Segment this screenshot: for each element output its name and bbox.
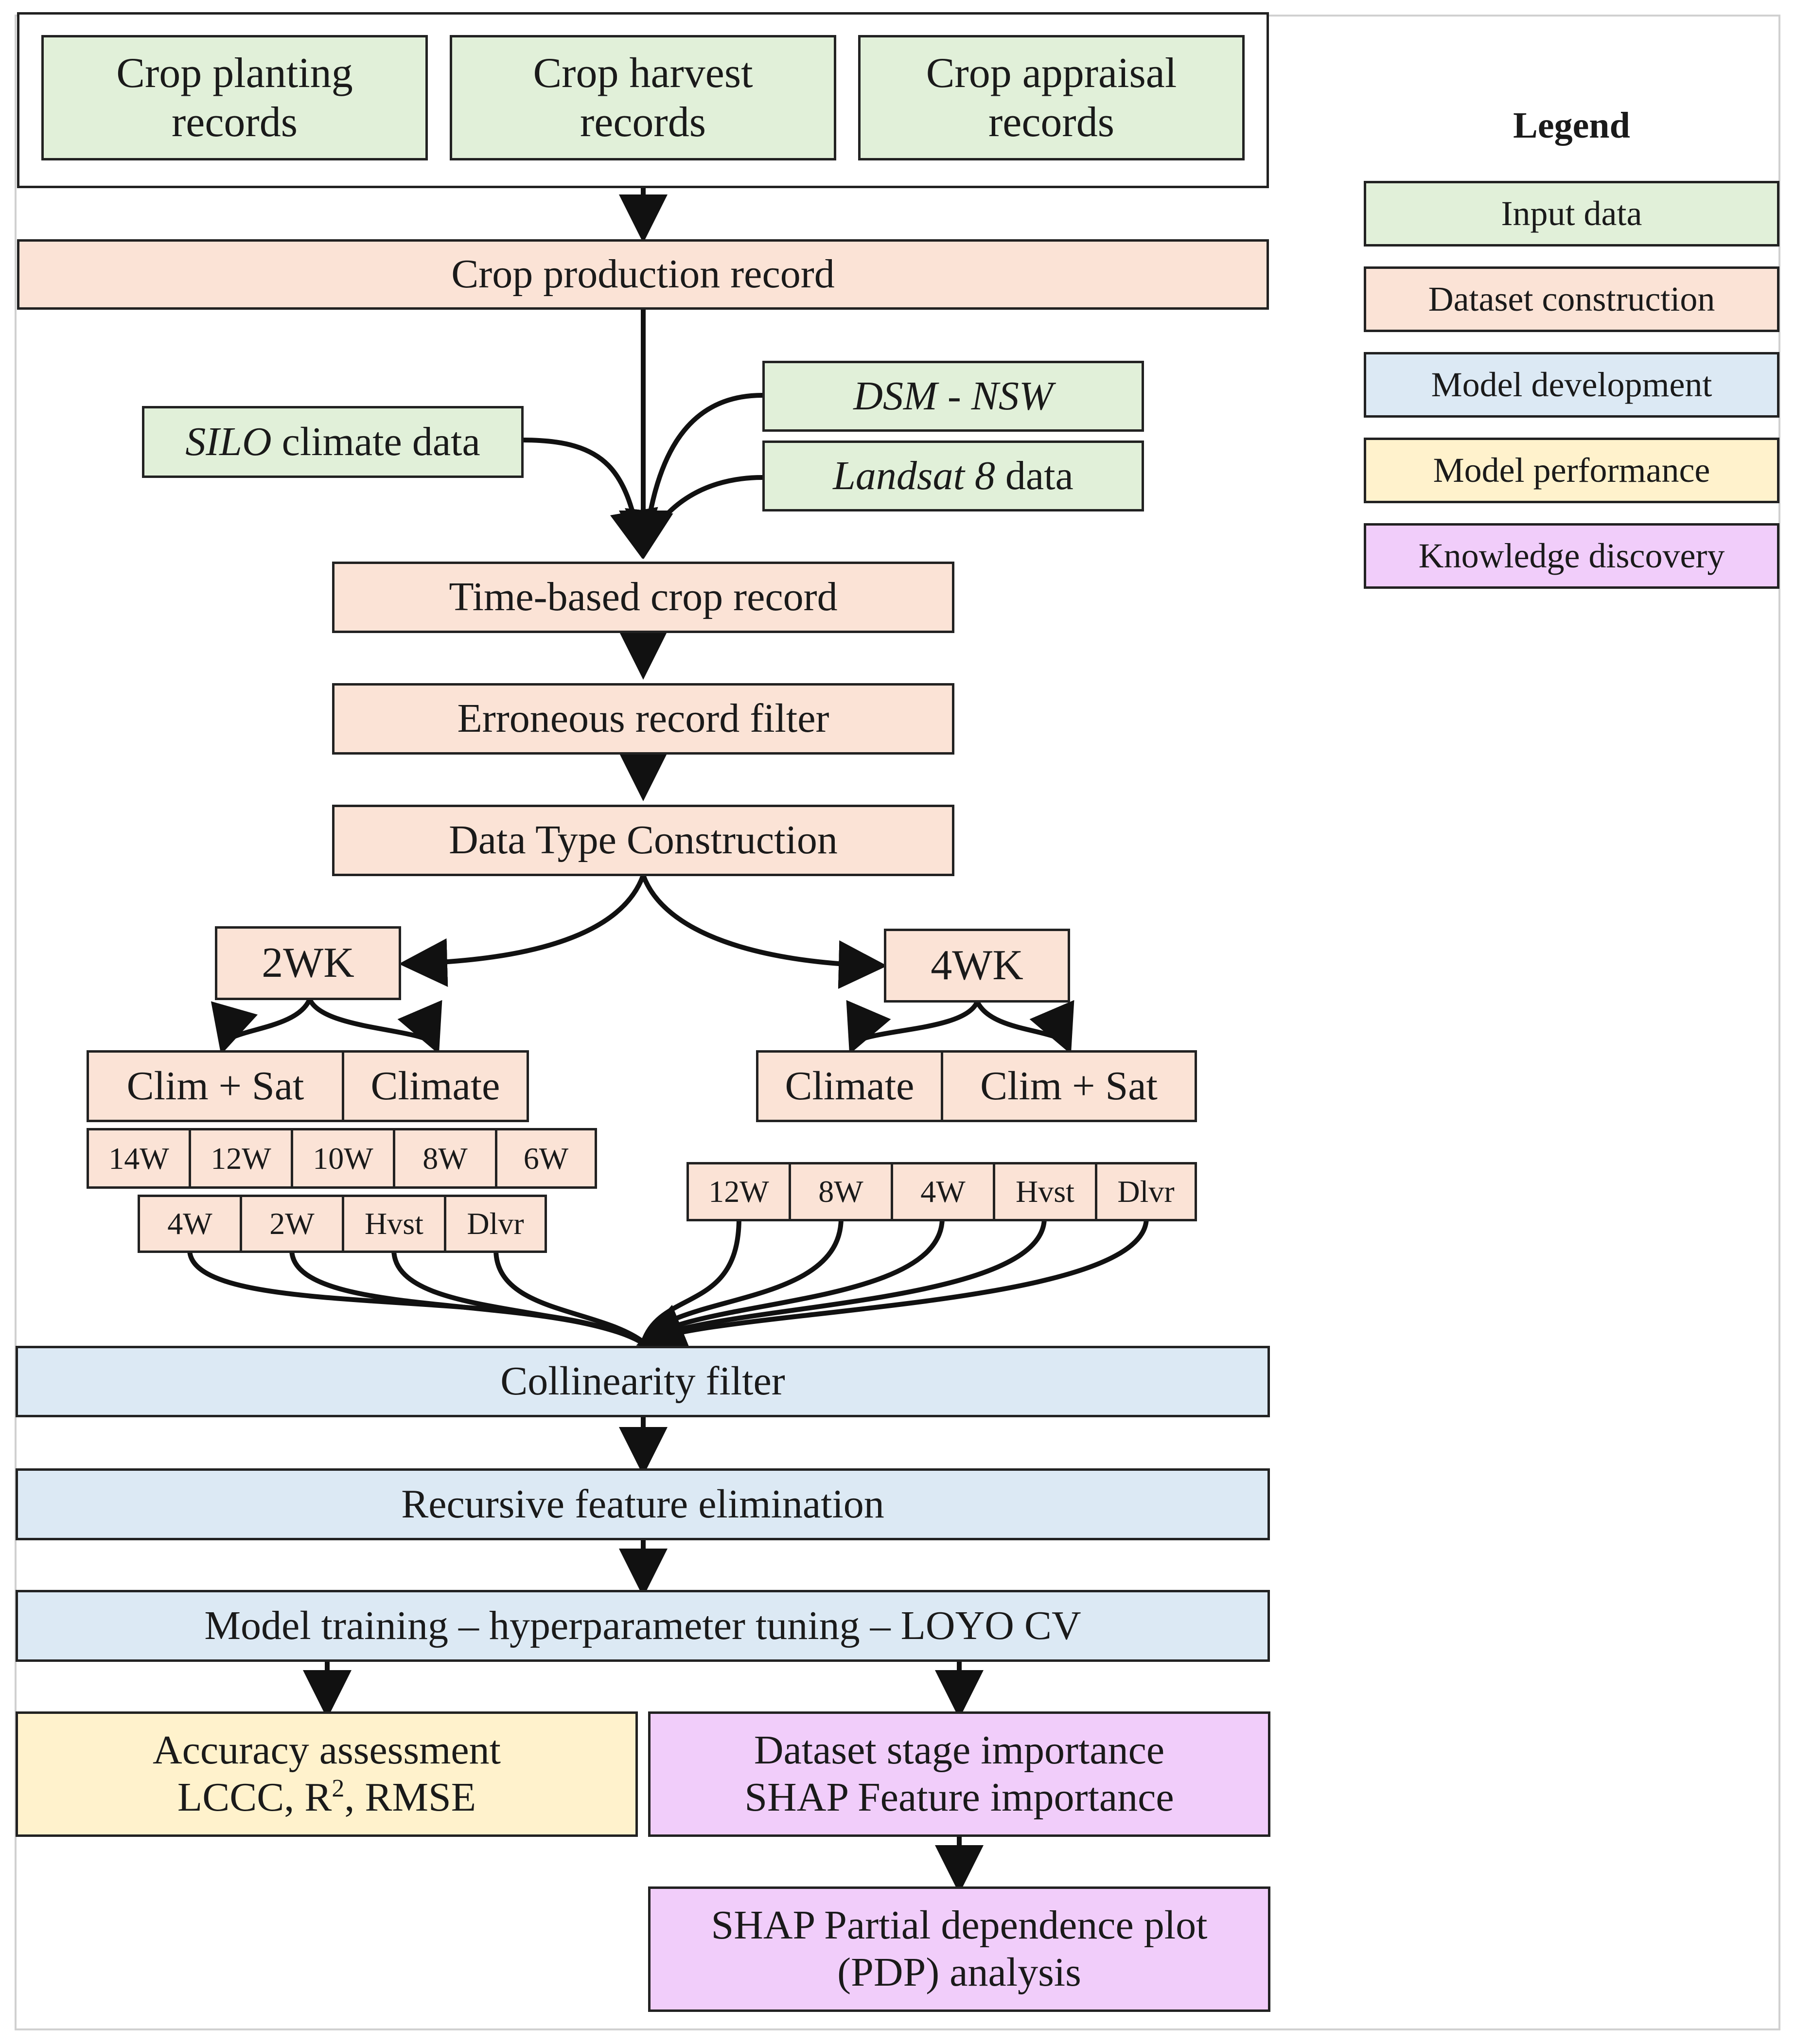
2wk-hvst-box: Hvst	[342, 1195, 446, 1253]
2wk-4w-box: 4W	[138, 1195, 242, 1253]
recursive-feature-elimination-box: Recursive feature elimination	[16, 1468, 1270, 1540]
arrow-4wk-to-climate	[846, 1000, 980, 1055]
4wk-4w-box: 4W	[891, 1162, 995, 1221]
2wk-clim-sat-box: Clim + Sat	[87, 1050, 344, 1122]
2wk-14w-box: 14W	[87, 1128, 191, 1189]
crop-planting-line1: Crop planting	[116, 49, 353, 97]
wire-4wk-hvst	[643, 1217, 1047, 1344]
crop-production-record-box: Crop production record	[17, 239, 1269, 310]
legend-model-development: Model development	[1364, 352, 1779, 418]
4wk-climate-box: Climate	[756, 1050, 943, 1122]
4wk-8w-box: 8W	[789, 1162, 893, 1221]
arrow-datatype-to-2wk	[399, 874, 646, 987]
dsm-nsw-box: DSM - NSW	[762, 361, 1144, 432]
legend-dataset-construction: Dataset construction	[1364, 266, 1779, 332]
legend-knowledge-discovery: Knowledge discovery	[1364, 523, 1779, 589]
crop-appraisal-line2: records	[988, 99, 1114, 146]
arrow-landsat-to-timebased	[643, 475, 763, 550]
landsat-8-data-box: Landsat 8 data	[762, 441, 1144, 511]
landsat-rest-text: data	[995, 453, 1073, 498]
wire-4wk-dlvr	[636, 1217, 1149, 1350]
4wk-hvst-box: Hvst	[993, 1162, 1097, 1221]
2wk-2w-box: 2W	[240, 1195, 344, 1253]
silo-climate-data-box: SILO climate data	[142, 406, 524, 478]
legend-title: Legend	[1513, 105, 1630, 146]
2wk-climate-box: Climate	[342, 1050, 529, 1122]
importance-line2: SHAP Feature importance	[744, 1775, 1174, 1820]
erroneous-record-filter-box: Erroneous record filter	[332, 683, 954, 755]
landsat-italic-text: Landsat 8	[833, 453, 995, 498]
crop-harvest-line1: Crop harvest	[533, 49, 753, 97]
importance-line1: Dataset stage importance	[754, 1727, 1165, 1773]
wire-2wk-4w	[187, 1249, 642, 1344]
accuracy-line2-a: LCCC, R	[177, 1775, 332, 1820]
data-type-construction-box: Data Type Construction	[332, 805, 954, 876]
arrow-silo-to-timebased	[522, 438, 658, 559]
pdp-line1: SHAP Partial dependence plot	[711, 1903, 1208, 1948]
4wk-dlvr-box: Dlvr	[1095, 1162, 1197, 1221]
2wk-box: 2WK	[215, 926, 401, 1000]
legend-input-data: Input data	[1364, 181, 1779, 247]
arrow-4wk-to-climsat	[975, 1000, 1074, 1055]
collinearity-filter-box: Collinearity filter	[16, 1346, 1270, 1417]
accuracy-line1: Accuracy assessment	[152, 1727, 501, 1773]
crop-appraisal-line1: Crop appraisal	[926, 49, 1177, 97]
4wk-box: 4WK	[884, 929, 1070, 1003]
2wk-12w-box: 12W	[189, 1128, 293, 1189]
pdp-line2: (PDP) analysis	[837, 1950, 1081, 1995]
wire-2wk-dlvr	[493, 1249, 645, 1344]
legend-model-performance: Model performance	[1364, 438, 1779, 503]
model-training-box: Model training – hyperparameter tuning –…	[16, 1590, 1270, 1662]
crop-planting-line2: records	[172, 99, 298, 146]
2wk-6w-box: 6W	[495, 1128, 597, 1189]
arrow-2wk-to-climate	[307, 998, 442, 1055]
wire-2wk-hvst	[391, 1249, 644, 1344]
accuracy-line2-sup: 2	[332, 1775, 345, 1802]
arrow-datatype-to-4wk	[641, 874, 887, 989]
2wk-10w-box: 10W	[291, 1128, 395, 1189]
wire-2wk-2w	[289, 1249, 643, 1344]
arrow-2wk-to-climsat	[211, 998, 312, 1055]
2wk-8w-box: 8W	[393, 1128, 497, 1189]
pdp-analysis-box: SHAP Partial dependence plot(PDP) analys…	[648, 1886, 1270, 2012]
accuracy-assessment-box: Accuracy assessment LCCC, R2, RMSE	[16, 1711, 638, 1837]
crop-harvest-line2: records	[580, 99, 706, 146]
4wk-12w-box: 12W	[686, 1162, 791, 1221]
silo-rest-text: climate data	[271, 419, 480, 464]
accuracy-line2-b: , RMSE	[344, 1775, 476, 1820]
silo-italic-text: SILO	[185, 419, 272, 464]
4wk-clim-sat-box: Clim + Sat	[941, 1050, 1197, 1122]
arrow-dsm-to-timebased	[625, 393, 763, 559]
2wk-dlvr-box: Dlvr	[444, 1195, 547, 1253]
time-based-crop-record-box: Time-based crop record	[332, 562, 954, 633]
